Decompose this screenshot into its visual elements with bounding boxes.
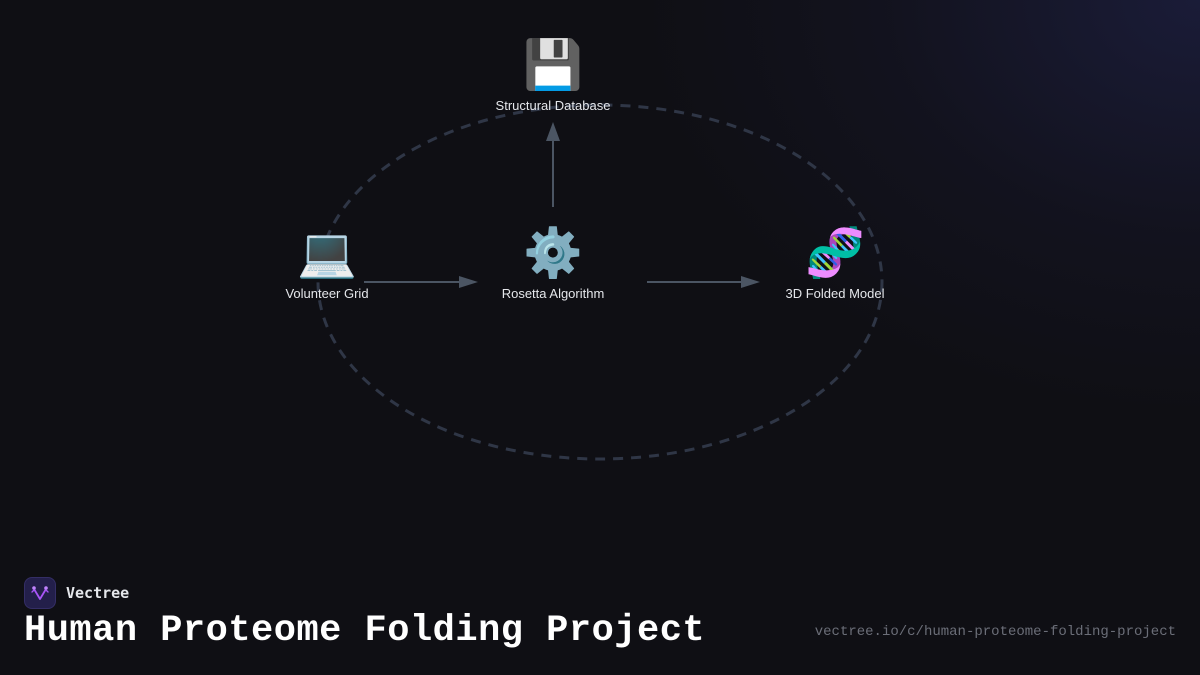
brand: Vectree	[24, 577, 129, 609]
dna-icon: 🧬	[805, 227, 865, 280]
gear-icon: ⚙️	[523, 227, 583, 280]
edge-volunteer-to-rosetta	[364, 276, 478, 288]
node-label: 3D Folded Model	[785, 286, 885, 301]
node-volunteer-grid[interactable]: 💻 Volunteer Grid	[285, 226, 368, 301]
floppy-disk-icon: 💾	[523, 39, 583, 92]
node-label: Structural Database	[495, 98, 611, 113]
vectree-logo-icon	[24, 577, 56, 609]
edge-rosetta-to-database	[546, 122, 560, 207]
node-label: Volunteer Grid	[285, 286, 369, 301]
brand-name: Vectree	[66, 584, 130, 602]
edge-rosetta-to-folded-model	[647, 276, 760, 288]
page-title: Human Proteome Folding Project	[24, 610, 706, 652]
node-rosetta-algorithm[interactable]: ⚙️ Rosetta Algorithm	[502, 226, 605, 301]
page-url[interactable]: vectree.io/c/human-proteome-folding-proj…	[814, 624, 1176, 640]
laptop-icon: 💻	[297, 227, 357, 280]
node-label: Rosetta Algorithm	[501, 286, 605, 301]
cycle-ellipse	[316, 103, 884, 461]
node-structural-database[interactable]: 💾 Structural Database	[496, 38, 611, 113]
node-3d-folded-model[interactable]: 🧬 3D Folded Model	[786, 226, 885, 301]
